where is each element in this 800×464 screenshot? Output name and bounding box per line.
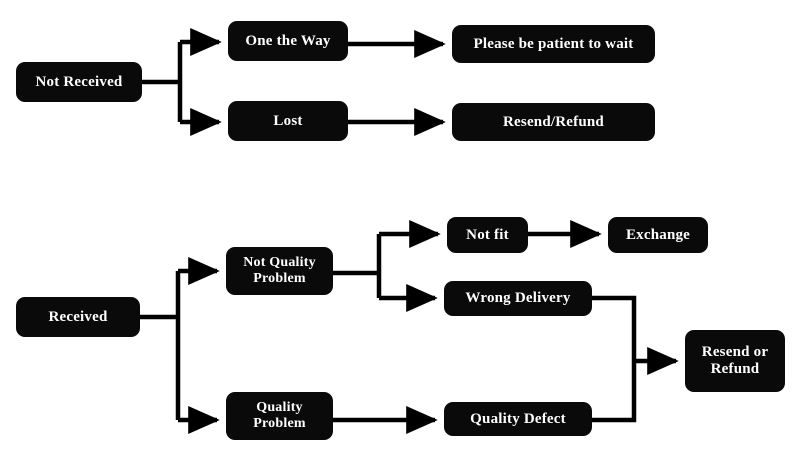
node-quality-defect[interactable]: Quality Defect bbox=[444, 402, 592, 436]
node-not-fit[interactable]: Not fit bbox=[447, 217, 528, 253]
node-lost[interactable]: Lost bbox=[228, 101, 348, 141]
node-one-the-way[interactable]: One the Way bbox=[228, 21, 348, 61]
node-not-received[interactable]: Not Received bbox=[16, 62, 142, 102]
node-exchange[interactable]: Exchange bbox=[608, 217, 708, 253]
node-received[interactable]: Received bbox=[16, 297, 140, 337]
edge-wrong-delivery-merge bbox=[592, 295, 637, 423]
node-wrong-delivery[interactable]: Wrong Delivery bbox=[444, 281, 592, 316]
node-resend-refund[interactable]: Resend/Refund bbox=[452, 103, 655, 141]
node-please-wait[interactable]: Please be patient to wait bbox=[452, 25, 655, 63]
